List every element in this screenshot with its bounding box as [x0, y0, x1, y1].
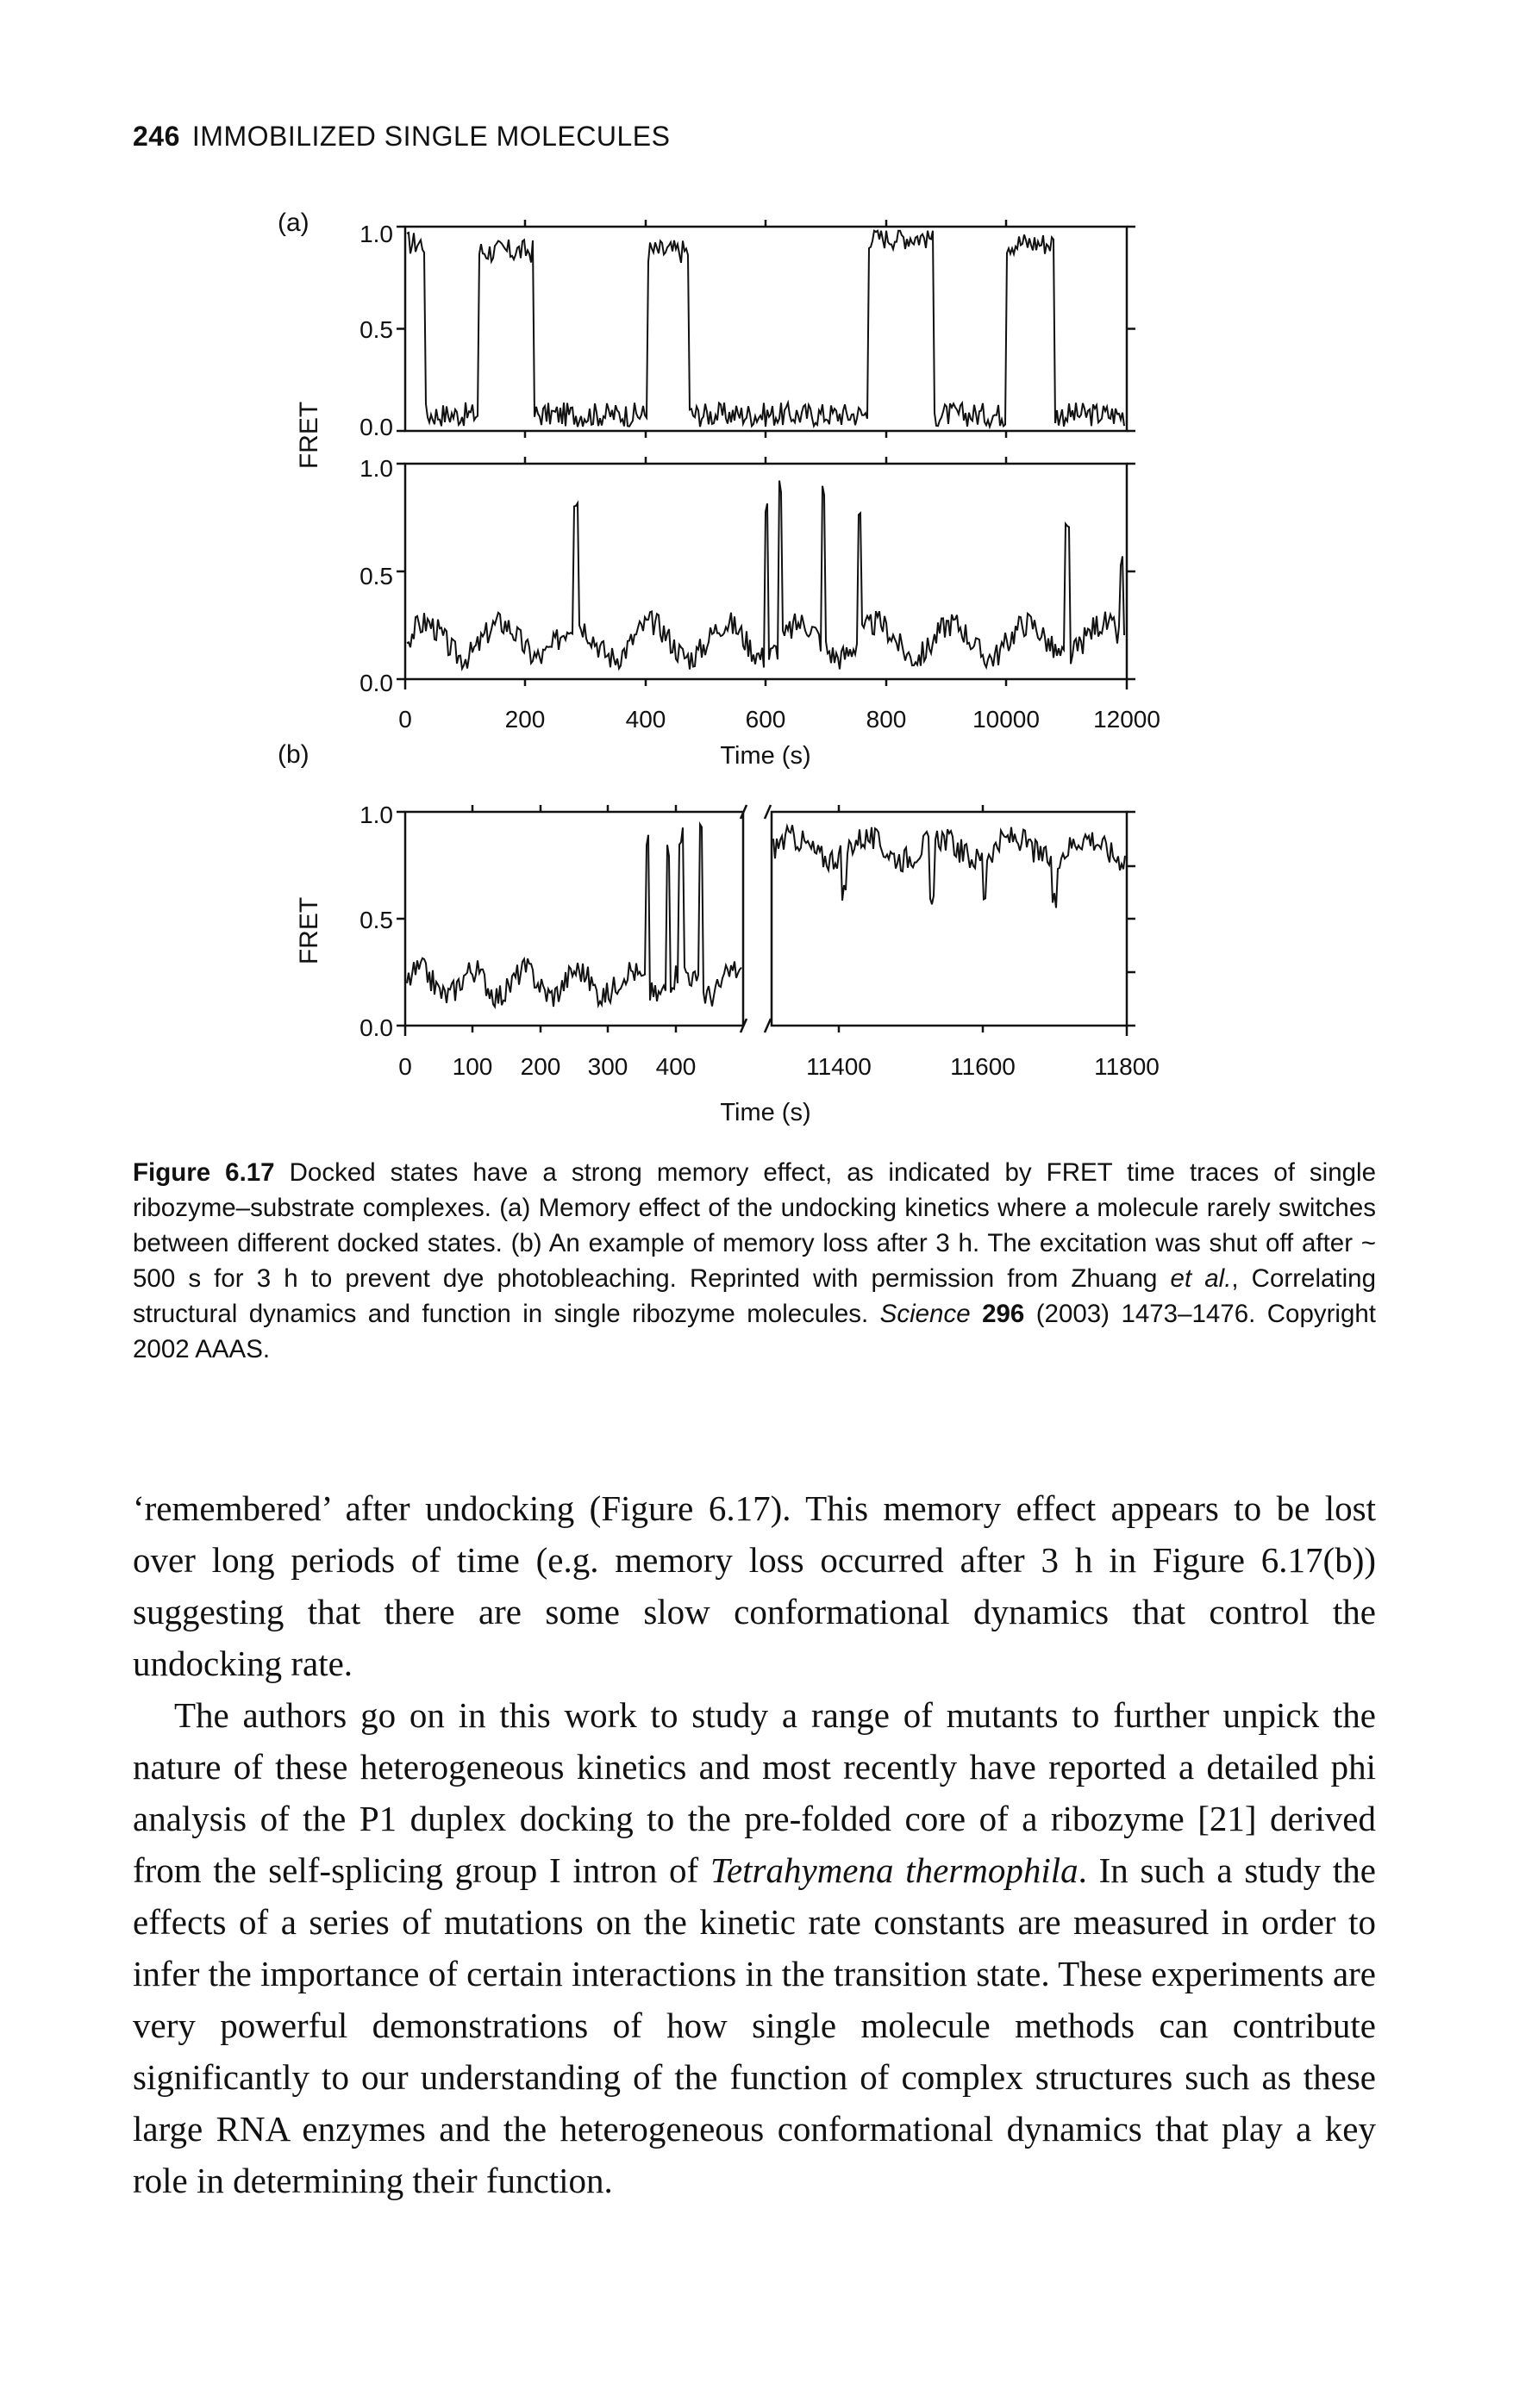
panel-b-label: (b): [278, 740, 309, 769]
xtick-b-11800: 11800: [1094, 1053, 1160, 1080]
xtick-b-11600: 11600: [950, 1053, 1016, 1080]
paragraph-2-part-a: The authors go on in this work to study …: [133, 1695, 1376, 1890]
trace-b-left: [406, 820, 742, 1010]
figure-caption: Figure 6.17 Docked states have a strong …: [133, 1155, 1376, 1367]
xtick-a-0: 0: [398, 706, 412, 733]
ytick-b-05: 0.5: [359, 907, 393, 933]
panel-a-label: (a): [278, 209, 309, 237]
ylabel-a: FRET: [295, 402, 323, 469]
xtick-b-300: 300: [588, 1053, 628, 1080]
paragraph-1: ‘remembered’ after undocking (Figure 6.1…: [133, 1488, 1376, 1683]
paragraph-2: The authors go on in this work to study …: [133, 1689, 1376, 2206]
xtick-b-200: 200: [521, 1053, 561, 1080]
xtick-b-100: 100: [453, 1053, 493, 1080]
ytick-b-10: 1.0: [359, 802, 393, 828]
xlabel-b: Time (s): [720, 1099, 810, 1126]
ylabel-b: FRET: [295, 897, 323, 964]
axis-break-marks: [739, 804, 772, 1033]
plot-frame-a-bottom: [403, 462, 1128, 681]
xtick-b-11400: 11400: [806, 1053, 872, 1080]
caption-journal: Science: [879, 1300, 971, 1328]
ytick-a1-10: 1.0: [359, 221, 393, 247]
running-title: IMMOBILIZED SINGLE MOLECULES: [191, 121, 671, 152]
ytick-a2-00: 0.0: [359, 670, 393, 696]
caption-volume: 296: [982, 1300, 1025, 1328]
trace-a-top: [406, 228, 1125, 430]
xtick-a-400: 400: [626, 706, 666, 733]
figure-6-17: (a) (b) FRET FRET 1.0 0.5 0.0 1.0 0.5 0.…: [278, 209, 1160, 1126]
xtick-a-200: 200: [505, 706, 546, 733]
xtick-b-400: 400: [656, 1053, 697, 1080]
ytick-a2-05: 0.5: [359, 563, 393, 590]
fret-traces: [406, 228, 1126, 1010]
ytick-a1-05: 0.5: [359, 316, 393, 343]
xlabel-a: Time (s): [720, 742, 810, 770]
ytick-b-00: 0.0: [359, 1014, 393, 1041]
caption-text-2: , Correlating structural dynamics and fu…: [133, 1264, 1376, 1328]
xtick-b-0: 0: [398, 1053, 412, 1080]
ytick-a1-00: 0.0: [359, 414, 393, 440]
ytick-a2-10: 1.0: [359, 455, 393, 482]
species-name: Tetrahymena thermophila: [710, 1850, 1078, 1890]
caption-text-1: Docked states have a strong memory effec…: [133, 1158, 1376, 1293]
tick-marks: [397, 220, 1135, 1036]
caption-et-al: et al.: [1170, 1264, 1232, 1293]
xtick-a-600: 600: [746, 706, 786, 733]
page-number: 246: [133, 121, 180, 152]
caption-text-3: (2003) 1473–1476. Copyright 2002 AAAS.: [133, 1300, 1376, 1363]
running-header: 246 IMMOBILIZED SINGLE MOLECULES: [133, 121, 670, 153]
body-text: ‘remembered’ after undocking (Figure 6.1…: [133, 1482, 1376, 2206]
xtick-a-10000: 10000: [972, 706, 1040, 733]
trace-a-bottom: [406, 480, 1125, 672]
paragraph-2-part-b: . In such a study the effects of a serie…: [133, 1850, 1376, 2200]
xtick-a-12000: 12000: [1093, 706, 1160, 733]
plot-frame-b-right: [770, 810, 1128, 1027]
figure-label: Figure 6.17: [133, 1158, 275, 1187]
xtick-a-800: 800: [866, 706, 907, 733]
trace-b-right: [772, 822, 1126, 908]
